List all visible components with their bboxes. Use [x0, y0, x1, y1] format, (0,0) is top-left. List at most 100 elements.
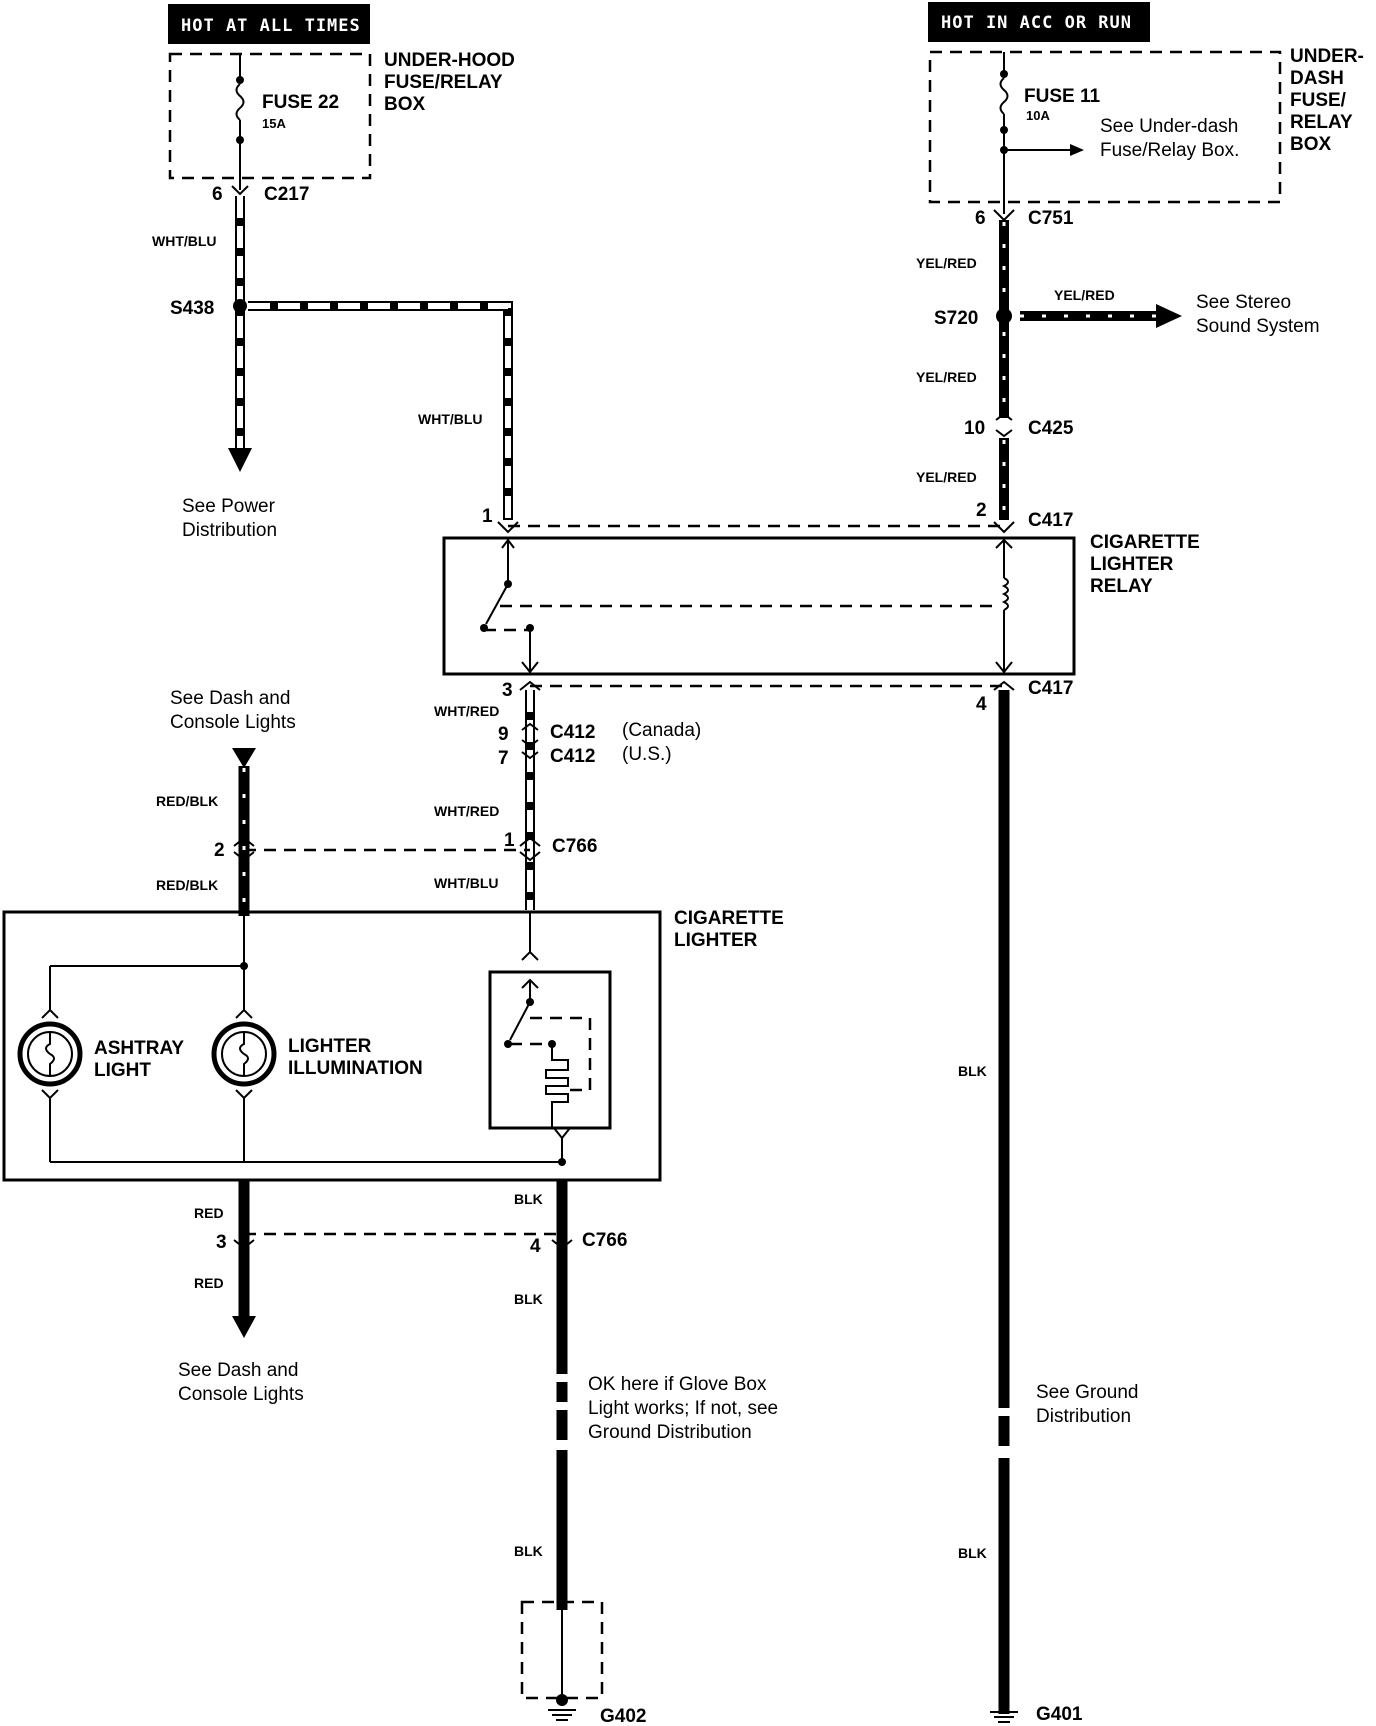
svg-text:Sound System: Sound System [1196, 316, 1320, 337]
c412-ca-pin: 9 [498, 724, 509, 745]
g401-label: G401 [1036, 1704, 1083, 1725]
arrow-stereo [1156, 304, 1182, 328]
lighter-internal-wiring [49, 912, 566, 1166]
note-dash-console-bottom: See Dash and Console Lights [178, 1360, 304, 1405]
c766-pin3: 3 [216, 1232, 227, 1253]
wire-label-yel-red-2: YEL/RED [1054, 287, 1115, 303]
ashtray-light-bulb-icon [17, 1008, 83, 1100]
underhood-fuse-box-outline [168, 52, 372, 180]
c766-bottom-label: C766 [582, 1230, 627, 1251]
c766-pin2: 2 [214, 840, 225, 861]
note-see-ground-distribution: See Ground Distribution [1036, 1382, 1138, 1427]
c751-pin: 6 [975, 208, 986, 229]
wire-label-blk-2: BLK [514, 1291, 543, 1307]
wire-label-red-1: RED [194, 1205, 224, 1221]
svg-text:BOX: BOX [1290, 134, 1332, 155]
wire-label-blk-1: BLK [514, 1191, 543, 1207]
arrow-power-distribution [228, 448, 252, 472]
wire-label-red-2: RED [194, 1275, 224, 1291]
connector-c417-top [497, 521, 1015, 534]
c417-top-label: C417 [1028, 510, 1073, 531]
fuse-22-symbol [235, 54, 245, 190]
underdash-fuse-box-outline [928, 50, 1282, 204]
c417-pin3: 3 [502, 680, 513, 701]
c412-us-note: (U.S.) [622, 744, 672, 765]
svg-text:See Stereo: See Stereo [1196, 292, 1291, 313]
c417-pin4: 4 [976, 694, 987, 715]
connector-c417-bottom [519, 680, 1015, 691]
c412-us-label: C412 [550, 746, 595, 767]
c766-pin4: 4 [530, 1236, 541, 1257]
wire-label-yel-red-3: YEL/RED [916, 369, 977, 385]
connector-c766-bottom [233, 1239, 573, 1250]
svg-text:LIGHTER: LIGHTER [674, 930, 758, 951]
c425-label: C425 [1028, 418, 1074, 439]
wire-label-yel-red-1: YEL/RED [916, 255, 977, 271]
fuse-11-note: See Under-dash Fuse/Relay Box. [1100, 116, 1239, 161]
wire-label-blk-5: BLK [958, 1545, 987, 1561]
wire-label-yel-red-4: YEL/RED [916, 469, 977, 485]
fuse-22-label: FUSE 22 [262, 92, 339, 113]
s438-label: S438 [170, 298, 214, 319]
lighter-heating-element-icon [488, 970, 612, 1162]
c751-label: C751 [1028, 208, 1074, 229]
connector-c412-us [521, 751, 539, 760]
svg-text:UNDER-: UNDER- [1290, 46, 1364, 67]
fuse-11-label: FUSE 11 [1024, 86, 1100, 107]
svg-text:See Dash and: See Dash and [178, 1360, 298, 1381]
g402-label: G402 [600, 1706, 646, 1726]
fuse-11-symbol [999, 52, 1084, 214]
svg-text:LIGHTER: LIGHTER [1090, 554, 1174, 575]
c412-ca-label: C412 [550, 722, 595, 743]
svg-text:DASH: DASH [1290, 68, 1344, 89]
connector-c412-canada [521, 722, 539, 748]
svg-text:See Dash and: See Dash and [170, 688, 290, 709]
c417-pin1: 1 [482, 506, 493, 527]
svg-text:Distribution: Distribution [182, 520, 277, 541]
svg-text:See Power: See Power [182, 496, 276, 517]
c412-us-pin: 7 [498, 748, 509, 769]
wire-label-blk-4: BLK [958, 1063, 987, 1079]
wire-label-red-blk-1: RED/BLK [156, 793, 218, 809]
svg-text:CIGARETTE: CIGARETTE [1090, 532, 1200, 553]
relay-label: CIGARETTE LIGHTER RELAY [1090, 532, 1200, 597]
s720-label: S720 [934, 308, 978, 329]
svg-text:LIGHTER: LIGHTER [288, 1036, 372, 1057]
svg-text:Light works; If not, see: Light works; If not, see [588, 1398, 778, 1419]
note-power-distribution: See Power Distribution [182, 496, 277, 541]
svg-text:ASHTRAY: ASHTRAY [94, 1038, 184, 1059]
svg-text:UNDER-HOOD: UNDER-HOOD [384, 50, 515, 71]
wire-label-wht-red-1: WHT/RED [434, 703, 499, 719]
c425-pin: 10 [964, 418, 985, 439]
c766-top-label: C766 [552, 836, 597, 857]
c417-bottom-label: C417 [1028, 678, 1073, 699]
svg-text:Console Lights: Console Lights [178, 1384, 304, 1405]
svg-text:RELAY: RELAY [1290, 112, 1353, 133]
svg-text:OK here if Glove Box: OK here if Glove Box [588, 1374, 767, 1395]
svg-text:FUSE/RELAY: FUSE/RELAY [384, 72, 503, 93]
svg-text:BOX: BOX [384, 94, 426, 115]
c217-label: C217 [264, 184, 309, 205]
connector-c217 [231, 185, 249, 196]
wire-label-wht-blu-2: WHT/BLU [418, 411, 483, 427]
svg-text:Console Lights: Console Lights [170, 712, 296, 733]
underdash-fuse-box-label: UNDER- DASH FUSE/ RELAY BOX [1290, 46, 1364, 155]
ground-symbol-g401 [990, 1711, 1018, 1723]
wire-label-red-blk-2: RED/BLK [156, 877, 218, 893]
lighter-illumination-label: LIGHTER ILLUMINATION [288, 1036, 423, 1079]
svg-text:CIGARETTE: CIGARETTE [674, 908, 784, 929]
c217-pin: 6 [212, 184, 223, 205]
wire-label-wht-red-2: WHT/RED [434, 803, 499, 819]
svg-text:Fuse/Relay Box.: Fuse/Relay Box. [1100, 140, 1239, 161]
relay-coil-icon [995, 538, 1013, 674]
cigarette-lighter-box [2, 910, 662, 1182]
header-hot-at-all-times-text: HOT AT ALL TIMES [181, 16, 361, 36]
fuse-11-rating: 10A [1026, 108, 1050, 123]
splice-s438 [233, 299, 247, 313]
ground-box-g402 [520, 1600, 604, 1721]
svg-text:RELAY: RELAY [1090, 576, 1153, 597]
relay-switch-icon [480, 538, 1000, 674]
splice-s720 [996, 308, 1012, 324]
cigarette-lighter-label: CIGARETTE LIGHTER [674, 908, 784, 951]
